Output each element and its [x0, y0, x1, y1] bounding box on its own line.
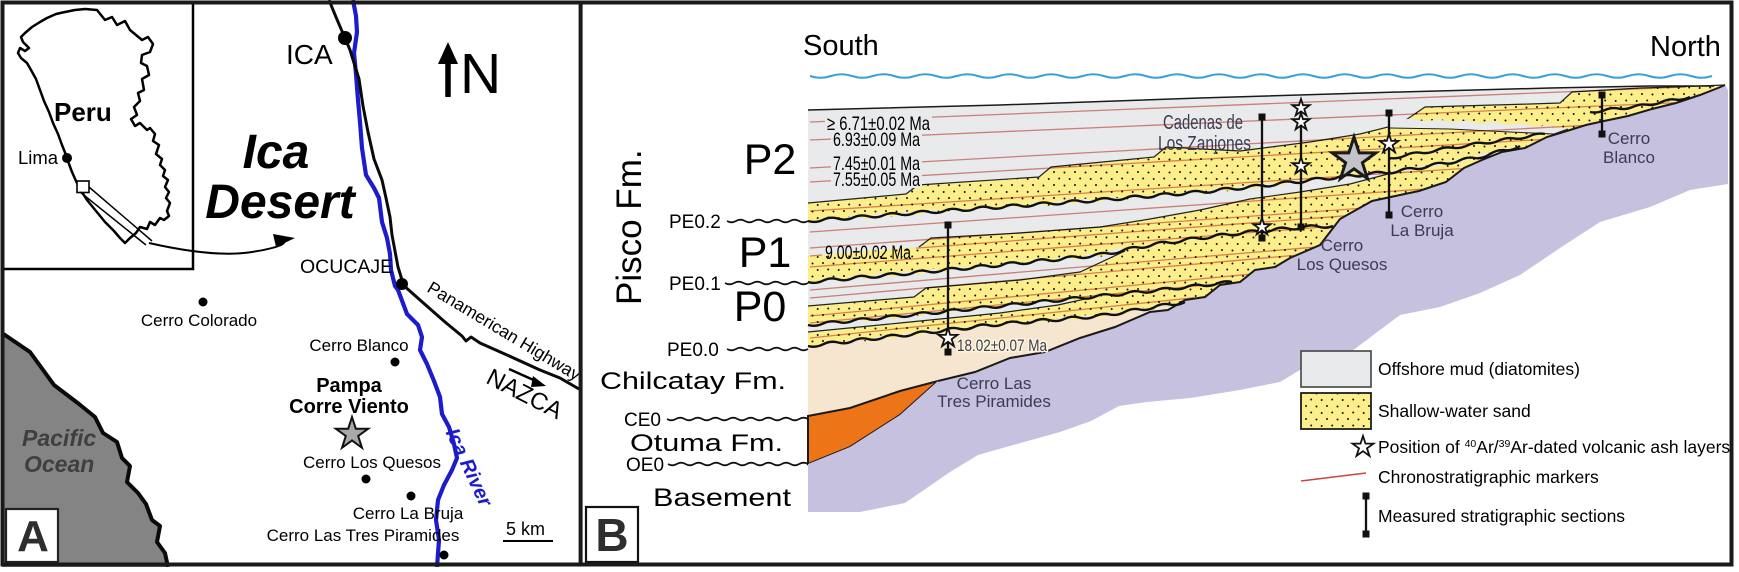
svg-text:Tres Piramides: Tres Piramides [937, 392, 1051, 411]
svg-text:OE0: OE0 [626, 455, 664, 476]
svg-text:PE0.0: PE0.0 [667, 340, 719, 361]
svg-text:OCUCAJE: OCUCAJE [300, 256, 393, 278]
svg-text:La Bruja: La Bruja [1390, 221, 1454, 240]
svg-text:7.55±0.05 Ma: 7.55±0.05 Ma [833, 169, 920, 191]
svg-text:Ica: Ica [243, 126, 310, 179]
svg-text:6.93±0.09 Ma: 6.93±0.09 Ma [833, 129, 920, 151]
svg-text:Cerro: Cerro [1401, 202, 1444, 221]
svg-text:Cerro Colorado: Cerro Colorado [141, 311, 257, 330]
svg-text:ICA: ICA [286, 39, 333, 70]
svg-text:Cerro Los Quesos: Cerro Los Quesos [303, 453, 441, 472]
svg-text:Los Zanjones: Los Zanjones [1158, 133, 1251, 155]
svg-text:Desert: Desert [205, 176, 356, 229]
svg-text:South: South [803, 30, 879, 62]
svg-text:Cerro Las Tres Piramides: Cerro Las Tres Piramides [267, 526, 460, 545]
svg-text:Pampa: Pampa [316, 375, 382, 397]
svg-text:N: N [460, 42, 501, 106]
svg-text:Shallow-water sand: Shallow-water sand [1378, 401, 1531, 421]
svg-text:Corre Viento: Corre Viento [289, 396, 409, 418]
svg-text:CE0: CE0 [624, 410, 661, 431]
svg-text:Cerro La Bruja: Cerro La Bruja [353, 504, 464, 523]
svg-text:Peru: Peru [54, 97, 112, 127]
svg-text:PE0.1: PE0.1 [669, 274, 721, 295]
svg-text:P0: P0 [734, 283, 787, 331]
svg-text:B: B [595, 509, 628, 561]
svg-text:Blanco: Blanco [1603, 148, 1655, 167]
svg-text:P2: P2 [744, 136, 797, 184]
svg-text:9.00±0.02 Ma: 9.00±0.02 Ma [825, 242, 911, 264]
svg-text:18.02±0.07 Ma: 18.02±0.07 Ma [957, 336, 1047, 355]
svg-text:A: A [17, 512, 49, 561]
svg-text:Cerro: Cerro [1608, 129, 1651, 148]
svg-text:Otuma Fm.: Otuma Fm. [630, 430, 783, 457]
svg-text:Cerro: Cerro [1321, 236, 1364, 255]
svg-text:Cadenas de: Cadenas de [1163, 112, 1243, 134]
svg-text:Measured stratigraphic section: Measured stratigraphic sections [1378, 506, 1625, 526]
svg-text:Chilcatay Fm.: Chilcatay Fm. [600, 368, 786, 395]
svg-text:Los Quesos: Los Quesos [1297, 255, 1388, 274]
svg-text:Pisco Fm.: Pisco Fm. [610, 149, 649, 305]
svg-text:P1: P1 [739, 229, 792, 277]
svg-text:North: North [1650, 31, 1721, 63]
svg-text:Chronostratigraphic markers: Chronostratigraphic markers [1378, 467, 1599, 487]
svg-text:Cerro Las: Cerro Las [957, 374, 1032, 393]
svg-text:Ocean: Ocean [24, 451, 94, 477]
svg-text:Offshore mud (diatomites): Offshore mud (diatomites) [1378, 359, 1580, 379]
svg-text:Lima: Lima [18, 147, 59, 168]
svg-text:PE0.2: PE0.2 [669, 212, 721, 233]
svg-text:7.45±0.01 Ma: 7.45±0.01 Ma [833, 153, 920, 175]
svg-text:≥ 6.71±0.02 Ma: ≥ 6.71±0.02 Ma [827, 113, 930, 135]
svg-text:5 km: 5 km [506, 519, 545, 539]
svg-text:Position of 40Ar/39Ar-dated vo: Position of 40Ar/39Ar-dated volcanic ash… [1378, 437, 1730, 457]
svg-text:Pacific: Pacific [22, 425, 96, 451]
svg-text:Cerro Blanco: Cerro Blanco [309, 336, 408, 355]
svg-text:Basement: Basement [653, 484, 791, 512]
